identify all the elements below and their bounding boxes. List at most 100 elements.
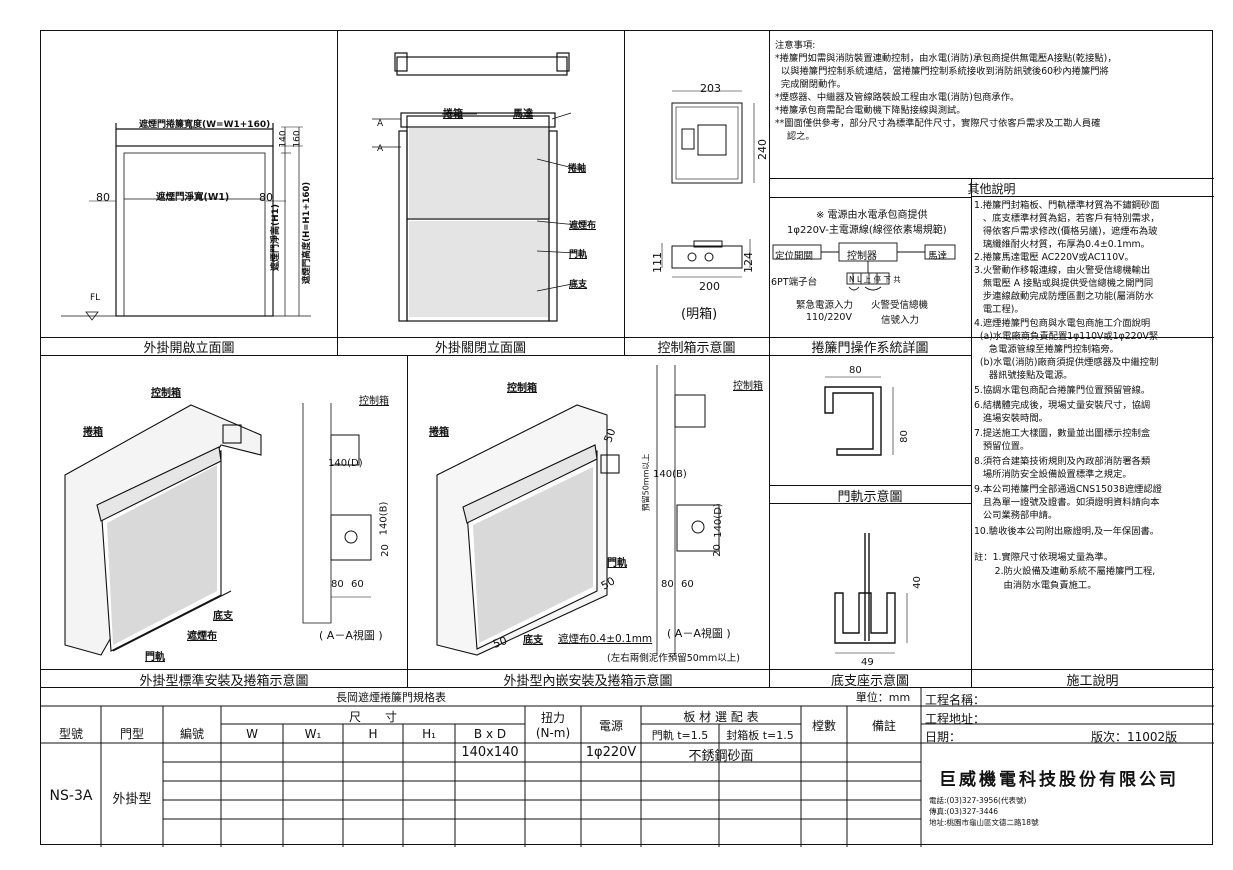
emb-control-box-label: 控制箱: [507, 383, 537, 394]
emb-d140: 140(D): [712, 503, 724, 538]
grid-line: [41, 669, 1214, 671]
other-line: 7.提送施工大樣圖，數量並出圖標示控制盒: [974, 428, 1151, 439]
emb-install-caption: 外掛型內嵌安裝及捲箱示意圖: [503, 674, 673, 689]
bottom-seat-caption: 底支座示意圖: [830, 674, 909, 689]
sys-emergency-v: 110/220V: [806, 312, 852, 323]
system-diagram: [772, 242, 956, 291]
other-line: 8.須符合建築技術規則及內政部消防署各類: [974, 456, 1151, 467]
grid-line: [769, 503, 971, 505]
rail-drawing: [824, 376, 894, 456]
dim-140: 140: [278, 130, 289, 148]
header-size: 尺 寸: [348, 710, 397, 724]
dim-160: 160: [292, 130, 303, 148]
other-line: 6.結構體完成後，現場丈量安裝尺寸，協調: [974, 400, 1151, 411]
emb-curtain-spec: 遮煙布0.4±0.1mm: [558, 633, 653, 645]
spec-unit: 單位：mm: [855, 691, 911, 704]
header-w: W: [246, 727, 258, 741]
grid-line: [769, 31, 771, 687]
other-line: 公司業務部申請。: [974, 510, 1058, 521]
grid-line: [41, 355, 971, 357]
cell-door-type: 外掛型: [112, 792, 152, 807]
box-label: 捲箱: [443, 109, 463, 120]
std-install-caption: 外掛型標準安裝及捲箱示意圖: [139, 674, 309, 689]
spec-table-grid: [41, 687, 1214, 847]
version-label: 版次：11002版: [1091, 730, 1178, 744]
notes-line: *捲簾門如需與消防裝置連動控制，由水電(消防)承包商提供無電壓A接點(乾接點)，: [775, 53, 1117, 64]
h1-label: 遮煙門淨高(H1): [271, 203, 282, 272]
header-h: H: [368, 727, 378, 741]
other-line: 得依客戶需求修改(價格另議)，遮煙布為玻: [974, 226, 1158, 237]
header-no: 編號: [179, 727, 204, 741]
cb-height-top: 240: [756, 139, 769, 160]
closed-elevation-caption: 外掛關閉立面圖: [434, 341, 526, 356]
sys-note1: ※ 電源由水電承包商提供: [816, 210, 928, 221]
control-box-caption: 控制箱示意圖: [657, 341, 736, 356]
header-qty: 樘數: [811, 719, 836, 733]
cell-model: NS-3A: [49, 788, 93, 804]
dim-80-left: 80: [96, 191, 110, 204]
system-caption: 捲簾門操作系統詳圖: [811, 341, 929, 356]
emb-box-label: 捲箱: [429, 427, 449, 438]
std-d80: 80: [331, 579, 344, 590]
other-line: 10.驗收後本公司附出廠證明,及一年保固書。: [974, 526, 1160, 537]
project-name-label: 工程名稱：: [925, 693, 986, 707]
construction-notes-caption: 施工說明: [1066, 674, 1119, 689]
notes-line: 完成關閉動作。: [775, 79, 846, 90]
header-h1: H₁: [422, 727, 436, 741]
grid-line: [337, 31, 339, 355]
std-d60: 60: [351, 579, 364, 590]
std-box-label: 捲箱: [83, 427, 103, 438]
emb-b140: 140(B): [653, 469, 687, 480]
seat-width: 49: [861, 657, 874, 668]
project-address-label: 工程地址：: [925, 712, 986, 726]
company-address: 地址:桃園市龜山區文德二路18號: [929, 818, 1039, 827]
cb-surface-label: (明箱): [681, 307, 718, 322]
seat-height: 40: [911, 576, 923, 589]
std-rail-label: 門軌: [145, 652, 165, 663]
other-line: 器訊號接點及電源。: [974, 370, 1073, 381]
grid-line: [407, 355, 409, 687]
cell-bxd: 140x140: [461, 745, 519, 760]
emb-view: ( A－A視圖 ): [667, 627, 731, 640]
header-door: 門型: [119, 727, 144, 741]
closed-elevation-drawing: [372, 52, 578, 322]
header-w1: W₁: [304, 727, 322, 741]
grid-line: [971, 196, 1214, 198]
other-line: 1.捲簾門封箱板、門軌標準材質為不鏽鋼砂面: [974, 200, 1160, 211]
embedded-install-drawing: [436, 365, 720, 656]
motor-label: 馬達: [513, 109, 533, 120]
other-line: 無電壓 A 接點或與提供受信總機之開門同: [974, 278, 1154, 289]
notes-line: 認之。: [775, 131, 815, 142]
shaft-label: 捲軸: [568, 164, 587, 174]
date-label: 日期：: [925, 730, 962, 744]
company-tel: 電話:(03)327-3956(代表號): [929, 796, 1027, 805]
other-line: 5.協調水電包商配合捲簾門位置預留管線。: [974, 385, 1151, 396]
other-line: 進場安裝時間。: [974, 413, 1048, 424]
std-side-control-box: 控制箱: [359, 396, 389, 407]
rail-label: 門軌: [569, 250, 588, 260]
other-line: 場所消防安全設備設置標準之規定。: [974, 469, 1132, 480]
std-b140: 140(B): [378, 501, 390, 536]
sys-fire: 火警受信總機: [871, 300, 929, 311]
standard-install-drawing: [64, 403, 372, 656]
drawing-sheet: 遮煙門捲簾寬度(W=W1+160) 遮煙門淨寬(W1) 80 80 140 16…: [40, 30, 1214, 847]
emb-d20: 20: [711, 544, 723, 557]
notes-line: **圖面僅供參考，部分尺寸為標準配件尺寸，實際尺寸依客戶需求及工勘人員確: [775, 118, 1101, 129]
other-line: 註：1.實際尺寸依現場丈量為準。: [974, 552, 1114, 563]
grid-line: [971, 669, 1214, 671]
other-line: 璃纖維耐火材質，布厚為0.4±0.1mm。: [974, 239, 1150, 250]
cb-width-bottom: 200: [699, 280, 720, 293]
std-bottom-label: 底支: [213, 611, 233, 622]
arrow-a2: A: [377, 144, 384, 154]
emb-d60: 60: [681, 579, 694, 590]
header-box: 封箱板 t=1.5: [726, 729, 794, 742]
header-torque-unit: (N-m): [535, 726, 571, 740]
rail-height: 80: [898, 430, 910, 443]
emb-rail-label: 門軌: [607, 558, 627, 569]
notes-line: *煙感器、中繼器及管線路裝設工程由水電(消防)包商承作。: [775, 92, 1020, 103]
grid-line: [624, 31, 626, 355]
header-power: 電源: [598, 719, 623, 733]
other-line: 、底支標準材質為鋁，若客戶有特別需求，: [974, 213, 1160, 224]
other-line: (b)水電(消防)廠商須提供煙感器及中繼控制: [974, 357, 1159, 368]
other-line: 2.捲簾馬達電壓 AC220V或AC110V。: [974, 252, 1134, 263]
